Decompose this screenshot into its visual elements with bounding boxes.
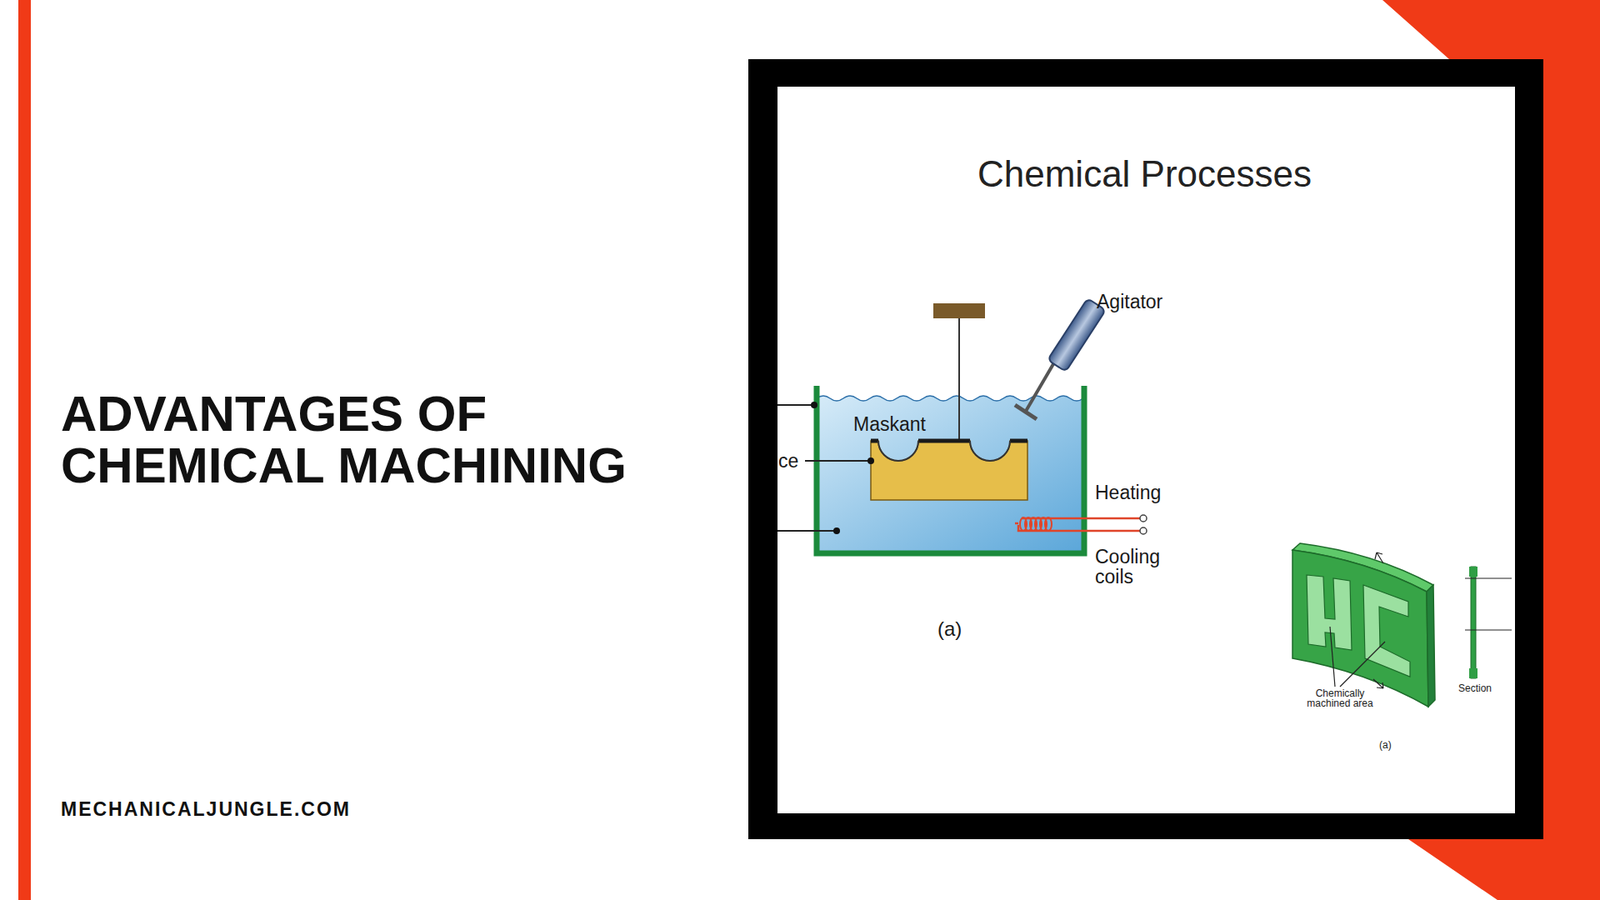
leader-line bbox=[805, 460, 871, 462]
heating-coil bbox=[1015, 518, 1140, 531]
tank-wall bbox=[816, 385, 1085, 554]
coil-winding bbox=[1020, 517, 1052, 531]
coil-winding bbox=[1045, 517, 1052, 531]
leader-dot bbox=[867, 457, 875, 465]
etching-tank bbox=[777, 298, 1147, 554]
hanger-rod bbox=[958, 318, 960, 441]
part-label: Heating bbox=[1095, 482, 1161, 503]
agitator bbox=[1015, 405, 1037, 420]
section-view bbox=[1469, 668, 1478, 679]
part-label: ce bbox=[778, 450, 799, 471]
leader-line bbox=[1330, 626, 1335, 687]
panel-front-face bbox=[1292, 550, 1429, 707]
part-label: Maskant bbox=[853, 414, 926, 435]
etched-cavity bbox=[878, 440, 1010, 461]
dimension-tick bbox=[1465, 578, 1512, 630]
site-url: MECHANICALJUNGLE.COM bbox=[60, 799, 351, 820]
leader-line bbox=[777, 404, 815, 406]
slide-heading: ADVANTAGES OF CHEMICAL MACHINING bbox=[60, 388, 728, 492]
leader-line bbox=[1340, 641, 1385, 687]
section-view bbox=[1470, 566, 1476, 679]
machined-panel bbox=[1292, 543, 1512, 707]
heating-coil bbox=[1015, 522, 1019, 525]
part-label: Section bbox=[1458, 683, 1492, 695]
chemically-machined-area bbox=[1363, 585, 1410, 677]
hanger-bar bbox=[933, 303, 985, 319]
part-label: Agitator bbox=[1096, 291, 1163, 312]
agitator bbox=[1015, 298, 1106, 420]
leader-dot bbox=[833, 527, 840, 535]
arrow-mark bbox=[1373, 552, 1384, 689]
part-label: Chemically machined area bbox=[1298, 688, 1382, 709]
picture-frame bbox=[748, 59, 1544, 840]
figure-label: (a) bbox=[1379, 740, 1392, 751]
leader-dot bbox=[810, 401, 818, 409]
part-label: Cooling coils bbox=[1095, 546, 1179, 587]
slide-title: Chemical Processes bbox=[977, 155, 1312, 194]
agitator bbox=[1025, 358, 1057, 413]
leader-line bbox=[777, 530, 837, 532]
workpiece bbox=[870, 440, 1028, 500]
panel-edge bbox=[1426, 585, 1435, 707]
terminal bbox=[1140, 515, 1147, 522]
terminal bbox=[1140, 527, 1147, 535]
picture-ground bbox=[777, 86, 1515, 814]
accent-bar bbox=[18, 0, 31, 900]
chemically-machined-area bbox=[1306, 575, 1352, 650]
section-view bbox=[1469, 566, 1478, 577]
etchant-liquid bbox=[816, 395, 1085, 554]
maskant-layer bbox=[870, 439, 1028, 444]
figure-label: (a) bbox=[937, 618, 962, 640]
